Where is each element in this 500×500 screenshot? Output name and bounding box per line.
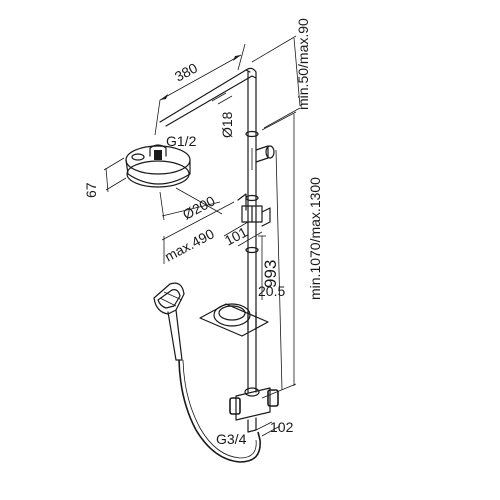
label-101: 101 (222, 223, 250, 248)
shower-head-icon (125, 144, 191, 188)
mixer-valve-icon (229, 387, 279, 433)
riser-rail-icon (245, 71, 259, 393)
label-g-three-quarter: G3/4 (216, 431, 247, 447)
shower-arm (159, 67, 257, 127)
label-g-half: G1/2 (166, 133, 197, 149)
dimension-min50-max90 (251, 35, 301, 129)
label-20-5: 20.5 (258, 283, 285, 299)
dimension-d200 (159, 187, 223, 221)
label-67: 67 (83, 182, 99, 198)
dimension-102 (255, 421, 281, 437)
wall-bracket-upper-icon (251, 145, 275, 170)
label-993: 993 (261, 260, 280, 288)
hand-shower-icon (153, 282, 185, 361)
label-380: 380 (172, 59, 200, 84)
slider-holder-icon (237, 193, 271, 227)
dimension-max490 (161, 201, 235, 264)
label-102: 102 (270, 419, 294, 435)
dimension-380 (154, 43, 246, 136)
dimension-67 (103, 157, 127, 193)
label-d200: Ø200 (180, 192, 218, 222)
soap-dish-icon (199, 303, 269, 337)
label-max490: max.490 (162, 225, 217, 264)
hose-icon (178, 359, 261, 463)
label-min50-max90: min.50/max.90 (295, 18, 311, 110)
dimension-101 (223, 221, 263, 247)
dimension-993 (258, 235, 266, 300)
label-min1070-max1300: min.1070/max.1300 (307, 177, 323, 300)
label-d18: Ø18 (219, 111, 235, 138)
